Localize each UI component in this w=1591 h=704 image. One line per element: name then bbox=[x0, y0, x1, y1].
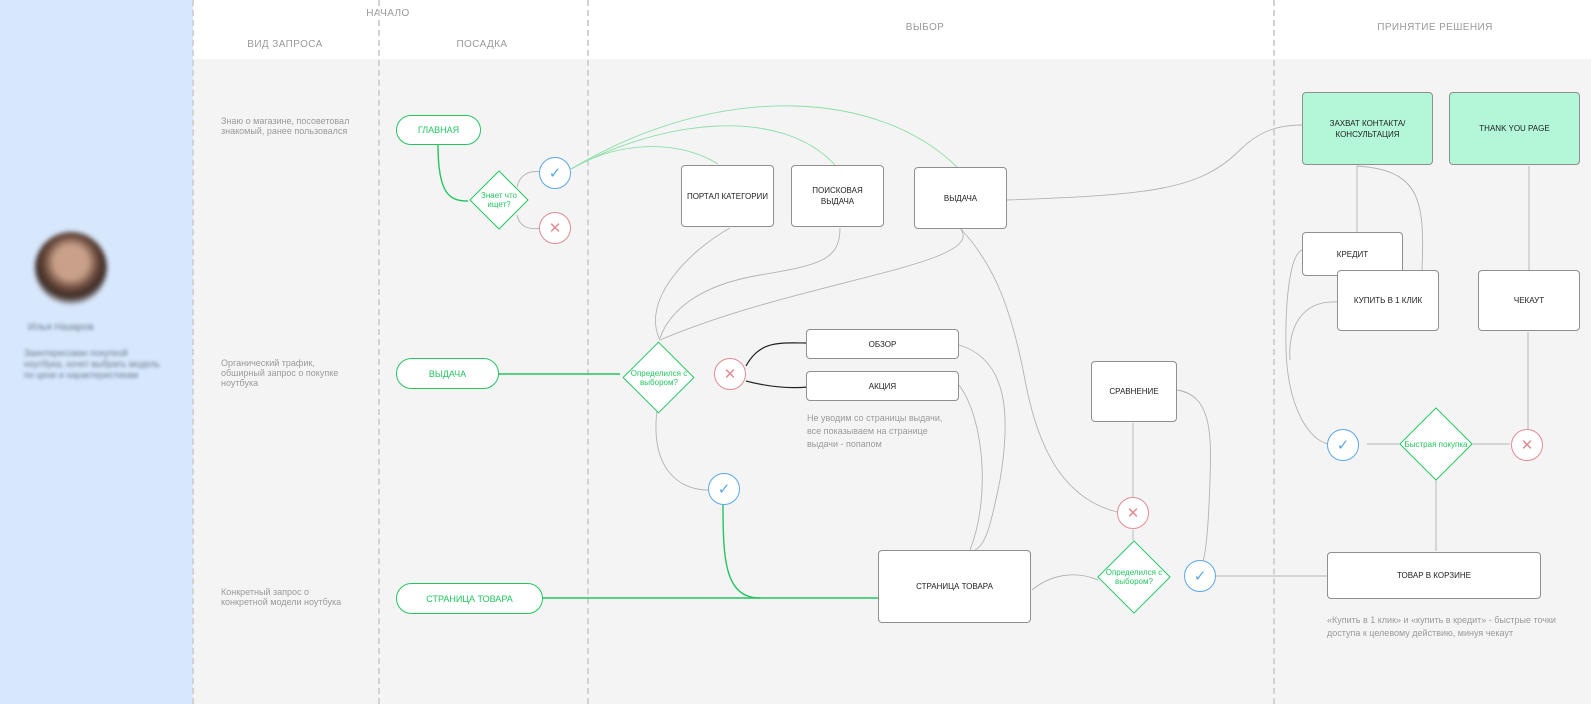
decision-decided-1: Определился с выбором? bbox=[630, 369, 688, 387]
header-choice: ВЫБОР bbox=[905, 22, 945, 33]
edge-listing-to-lead bbox=[1006, 124, 1303, 201]
decision-knows: Знает что ищет? bbox=[481, 191, 517, 209]
avatar bbox=[35, 232, 107, 304]
box-product-page: СТРАНИЦА ТОВАРА bbox=[878, 550, 1031, 623]
edge-yes-to-search bbox=[570, 125, 836, 170]
persona-panel: Илья Назаров Заинтересован покупкой ноут… bbox=[0, 0, 193, 704]
decision-quick-buy: Быстрая покупка bbox=[1404, 439, 1468, 449]
box-category-portal: ПОРТАЛ КАТЕГОРИИ bbox=[681, 165, 774, 227]
cross-icon: ✕ bbox=[539, 212, 571, 244]
box-lead-capture: ЗАХВАТ КОНТАКТА/ КОНСУЛЬТАЦИЯ bbox=[1302, 92, 1433, 165]
check-icon: ✓ bbox=[708, 473, 740, 505]
check-icon: ✓ bbox=[1184, 560, 1216, 592]
row-label: Органический трафик, обширный запрос о п… bbox=[221, 358, 339, 388]
note-popup: Не уводим со страницы выдачи, все показы… bbox=[807, 413, 943, 449]
cross-icon: ✕ bbox=[714, 358, 746, 390]
box-compare: СРАВНЕНИЕ bbox=[1091, 361, 1177, 422]
landing-product-page: СТРАНИЦА ТОВАРА bbox=[396, 583, 543, 614]
edge-reject-to-review bbox=[745, 342, 809, 367]
column-divider bbox=[192, 0, 194, 704]
edge-listing-to-reject bbox=[959, 227, 1118, 513]
edge-reject-to-promo bbox=[745, 380, 809, 389]
box-listing: ВЫДАЧА bbox=[914, 167, 1007, 229]
box-review: ОБЗОР bbox=[806, 329, 959, 359]
box-buy-one-click: КУПИТЬ В 1 КЛИК bbox=[1337, 270, 1439, 331]
check-icon: ✓ bbox=[1327, 429, 1359, 461]
check-icon: ✓ bbox=[539, 157, 571, 189]
cross-icon: ✕ bbox=[1511, 429, 1543, 461]
header-bar bbox=[193, 0, 1591, 59]
header-decision: ПРИНЯТИЕ РЕШЕНИЯ bbox=[1377, 22, 1493, 33]
column-divider bbox=[587, 0, 589, 704]
edge-main-to-knows bbox=[437, 144, 469, 202]
persona-description: Заинтересован покупкой ноутбука, хочет в… bbox=[24, 348, 160, 380]
header-request-type: ВИД ЗАПРОСА bbox=[247, 39, 323, 50]
box-search-results: ПОИСКОВАЯ ВЫДАЧА bbox=[791, 165, 884, 227]
header-group-start: НАЧАЛО bbox=[366, 8, 410, 19]
box-thank-you: THANK YOU PAGE bbox=[1449, 92, 1580, 165]
landing-listing: ВЫДАЧА bbox=[396, 358, 499, 389]
persona-name: Илья Назаров bbox=[28, 322, 94, 333]
edge-yes-to-product bbox=[722, 504, 761, 599]
row-label: Знаю о магазине, посоветовал знакомый, р… bbox=[221, 116, 350, 136]
note-shortcuts: «Купить в 1 клик» и «купить в кредит» - … bbox=[1327, 615, 1556, 638]
header-landing: ПОСАДКА bbox=[456, 39, 508, 50]
edge-yes-to-listing bbox=[570, 105, 959, 170]
column-divider bbox=[378, 0, 380, 704]
cross-icon: ✕ bbox=[1117, 497, 1149, 529]
landing-main: ГЛАВНАЯ bbox=[396, 115, 481, 145]
box-promo: АКЦИЯ bbox=[806, 371, 959, 401]
row-label: Конкретный запрос о конкретной модели но… bbox=[221, 587, 342, 607]
decision-decided-2: Определился с выбором? bbox=[1105, 568, 1163, 586]
column-divider bbox=[1273, 0, 1275, 704]
box-checkout: ЧЕКАУТ bbox=[1478, 270, 1580, 331]
box-in-cart: ТОВАР В КОРЗИНЕ bbox=[1327, 552, 1541, 599]
box-credit: КРЕДИТ bbox=[1302, 232, 1403, 276]
